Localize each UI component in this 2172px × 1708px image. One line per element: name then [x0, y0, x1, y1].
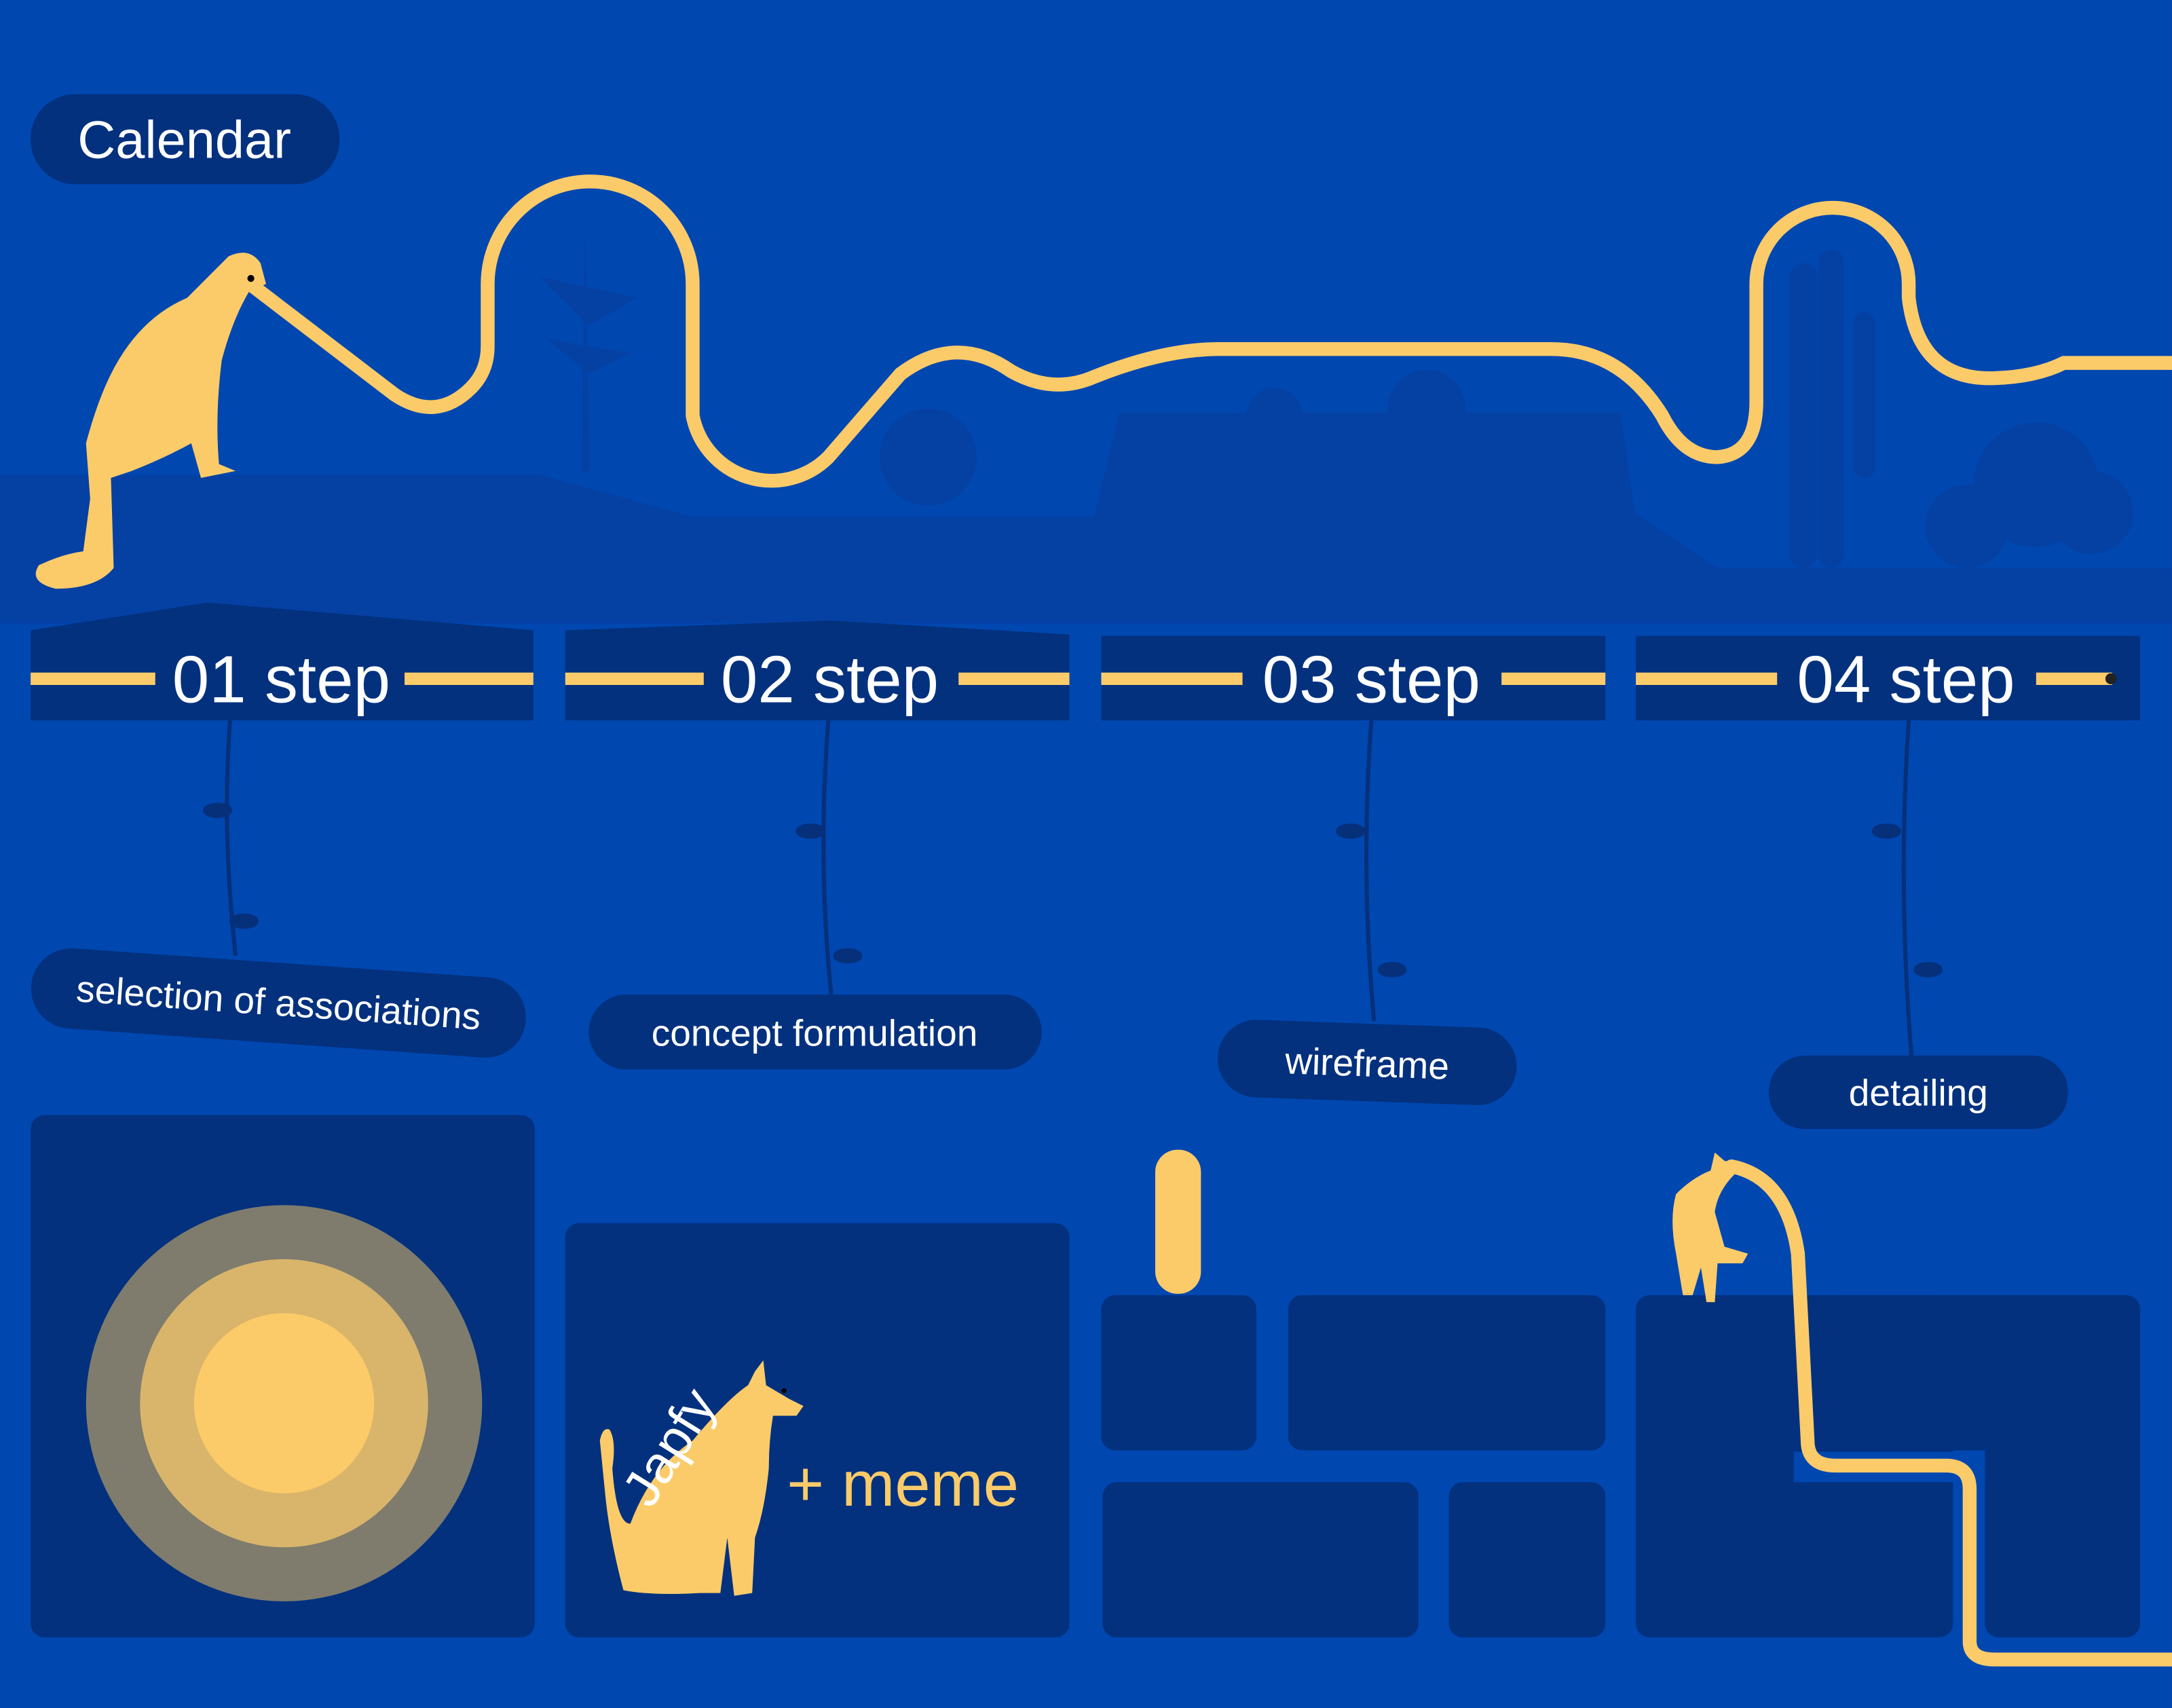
bottom-road-line: [1724, 1159, 2172, 1667]
step-bar: [31, 602, 533, 721]
yellow-pillar: [1155, 1149, 1201, 1294]
step-label: 03 step: [1262, 642, 1480, 717]
calendar-pill-bg: [31, 94, 340, 185]
meme-caption: + meme: [787, 1448, 1019, 1519]
task-label: concept formulation: [652, 1012, 978, 1054]
giraffe-figure: [1672, 1152, 1748, 1303]
wireframe-block: [1448, 1482, 1606, 1637]
task-pill-bg: [1217, 1020, 1517, 1105]
wireframe-block: [1102, 1482, 1419, 1637]
task-pill-concept-formulation[interactable]: concept formulation: [588, 995, 1042, 1070]
step-label: 04 step: [1797, 642, 2015, 717]
task-pill-detailing[interactable]: detailing: [1768, 1055, 2068, 1130]
desert-silhouette: [0, 228, 2172, 624]
step-04[interactable]: 04 step: [1636, 635, 2140, 721]
vines: [203, 720, 1943, 1056]
step-01[interactable]: 01 step: [31, 602, 533, 721]
sun-core: [193, 1313, 375, 1493]
step-bar: [565, 620, 1070, 721]
step-label: 02 step: [721, 642, 939, 717]
anteater-eye: [247, 275, 255, 282]
detail-block: [1985, 1385, 2140, 1637]
wireframe-block: [1101, 1295, 1256, 1451]
panel-wireframe: [1101, 1149, 1606, 1637]
task-pill-bg: [31, 948, 526, 1058]
page-title: Calendar: [77, 111, 291, 170]
task-pill-bg: [1768, 1055, 2068, 1130]
anteater-figure: [35, 253, 266, 589]
panel-associations: [31, 1115, 535, 1637]
task-label: detailing: [1849, 1071, 1988, 1113]
dog-eye: [781, 1388, 787, 1394]
wireframe-block: [1288, 1295, 1606, 1451]
dog-figure: [599, 1360, 804, 1596]
task-pill-selection-of-associations[interactable]: selection of associations: [29, 946, 529, 1060]
calendar-title-pill[interactable]: Calendar: [31, 94, 340, 185]
end-dot: [2105, 673, 2117, 685]
step-03[interactable]: 03 step: [1101, 635, 1606, 721]
panel-detailing: [1636, 1295, 2140, 1637]
step-label: 01 step: [172, 642, 390, 717]
top-road-line: [246, 174, 2172, 488]
panel-concept: Japfy + meme: [565, 1223, 1070, 1637]
step-02[interactable]: 02 step: [565, 620, 1070, 721]
task-label: wireframe: [1284, 1039, 1450, 1087]
task-pill-bg: [588, 995, 1042, 1070]
task-pill-wireframe[interactable]: wireframe: [1216, 1018, 1518, 1107]
